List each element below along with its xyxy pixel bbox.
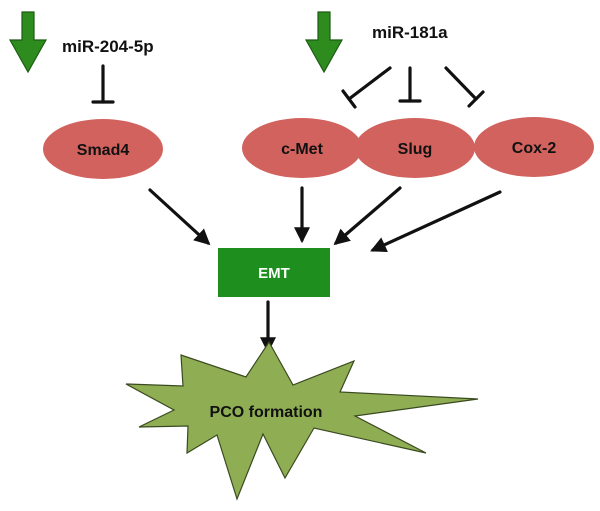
mirna-label-mir204: miR-204-5p [62,37,154,56]
pco-formation-node: PCO formation [125,340,479,501]
down-arrow-icon [8,11,48,74]
inhibition-edge-mir181-cmet [341,66,392,109]
pco-label: PCO formation [210,404,323,421]
inhibition-edge-mir181-slug [398,66,422,103]
target-node-slug: Slug [355,118,475,178]
mirna-label-mir181: miR-181a [372,23,448,42]
target-label-cox2: Cox-2 [512,140,557,157]
target-node-smad4: Smad4 [43,119,163,179]
activation-edge-smad4-emt [148,188,211,246]
target-label-slug: Slug [398,141,433,158]
target-label-smad4: Smad4 [77,142,130,159]
activation-edge-cox2-emt [370,190,502,252]
inhibition-edge-mir204-smad4 [91,64,115,104]
emt-label: EMT [258,265,290,282]
down-arrow-icon [304,11,344,74]
emt-node: EMT [218,248,330,297]
target-node-cmet: c-Met [242,118,362,178]
target-node-cox2: Cox-2 [474,117,594,177]
inhibition-edge-mir181-cox2 [444,66,485,108]
target-label-cmet: c-Met [281,141,323,158]
activation-edge-slug-emt [333,186,402,246]
